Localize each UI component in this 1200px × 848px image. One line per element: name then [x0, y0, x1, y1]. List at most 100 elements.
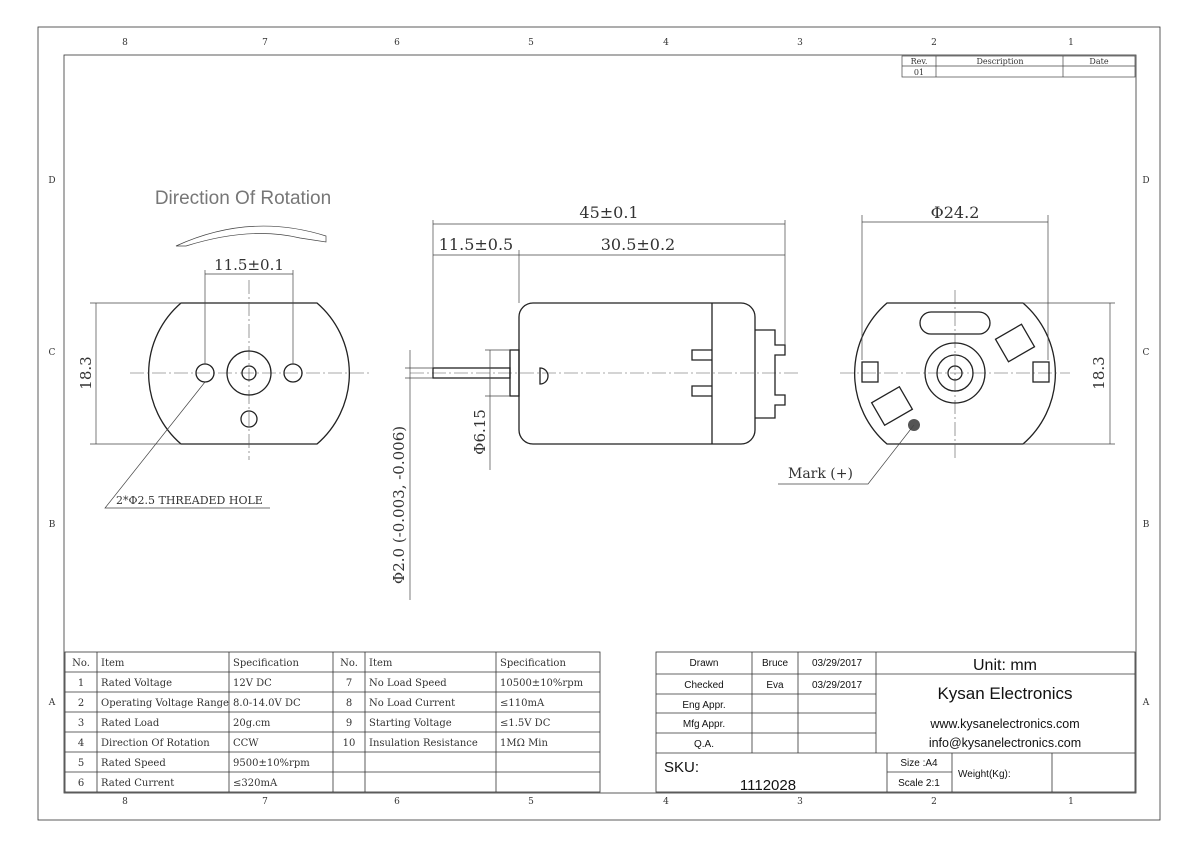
- mark-label: Mark (+): [788, 466, 853, 482]
- side-view: 45±0.1 11.5±0.5 30.5±0.2 Φ2.0 (-0.003, -…: [390, 203, 800, 600]
- zone-row-label: A: [48, 698, 56, 708]
- spec-cell: 12V DC: [233, 678, 272, 689]
- spec-cell: Rated Current: [101, 778, 174, 789]
- spec-cell: 4: [78, 738, 84, 749]
- rev-header: Rev.: [911, 57, 928, 66]
- front-view: Direction Of Rotation 11.5±0.1 18.3 2*Φ2…: [77, 188, 370, 509]
- spec-cell: Rated Voltage: [101, 678, 172, 689]
- spec-cell: ≤110mA: [500, 698, 545, 709]
- hole-spacing-dim: 11.5±0.1: [214, 256, 284, 274]
- spec-header-cell: Specification: [500, 658, 566, 669]
- zone-column-label: 2: [931, 38, 937, 48]
- signoff-cell: Bruce: [762, 658, 789, 669]
- zone-row-label: C: [49, 348, 56, 358]
- spec-cell: 2: [78, 698, 84, 709]
- shaft-dia-dim: Φ2.0 (-0.003, -0.006): [390, 426, 408, 584]
- overall-length-dim: 45±0.1: [579, 203, 638, 222]
- body-length-dim: 30.5±0.2: [601, 235, 675, 254]
- spec-header-cell: No.: [72, 658, 90, 669]
- zone-column-label: 4: [663, 797, 669, 807]
- zone-column-label: 3: [797, 38, 803, 48]
- zone-column-label: 7: [262, 38, 268, 48]
- zone-column-label: 5: [528, 797, 534, 807]
- company-email: info@kysanelectronics.com: [929, 736, 1081, 750]
- left-height-dim: 18.3: [77, 356, 95, 389]
- signoff-cell: Mfg Appr.: [683, 719, 725, 730]
- spec-cell: 5: [78, 758, 84, 769]
- motor-body: [518, 302, 756, 445]
- signoff-cell: Eng Appr.: [682, 700, 725, 711]
- title-block: Unit: mm Kysan Electronics www.kysanelec…: [655, 651, 1136, 794]
- zone-row-label: D: [48, 176, 55, 186]
- spec-cell: 10: [343, 738, 356, 749]
- spec-cell: 1MΩ Min: [500, 738, 549, 749]
- inner-frame: [63, 54, 1137, 794]
- spec-header-cell: No.: [340, 658, 358, 669]
- date-header: Date: [1089, 57, 1108, 66]
- spec-cell: No Load Speed: [369, 678, 447, 689]
- spec-cell: CCW: [233, 738, 259, 749]
- description-header: Description: [977, 57, 1024, 66]
- spec-table: No. Item Specification No. Item Specification…: [64, 651, 601, 793]
- spec-header-cell: Specification: [233, 658, 299, 669]
- signoff-cell: Drawn: [690, 658, 719, 669]
- zone-row-label: C: [1143, 348, 1150, 358]
- spec-cell: Operating Voltage Range: [101, 698, 229, 709]
- zone-column-label: 1: [1068, 797, 1074, 807]
- company-name: Kysan Electronics: [937, 684, 1072, 703]
- spec-cell: 9: [346, 718, 352, 729]
- signoff-cell: 03/29/2017: [812, 680, 862, 691]
- rotation-title: Direction Of Rotation: [155, 188, 331, 209]
- spec-cell: ≤1.5V DC: [500, 718, 551, 729]
- spec-cell: 8: [346, 698, 352, 709]
- outer-border: [37, 26, 1161, 821]
- spec-header-cell: Item: [101, 658, 125, 669]
- signoff-cell: 03/29/2017: [812, 658, 862, 669]
- spec-cell: No Load Current: [369, 698, 455, 709]
- right-height-dim: 18.3: [1090, 356, 1108, 389]
- terminals: [755, 329, 786, 419]
- spec-cell: Direction Of Rotation: [101, 738, 210, 749]
- signoff-cell: Checked: [684, 680, 723, 691]
- shaft-length-dim: 11.5±0.5: [439, 235, 513, 254]
- zone-row-label: A: [1142, 698, 1150, 708]
- rotation-arrow-icon: [175, 225, 327, 247]
- spec-cell: 20g.cm: [233, 718, 271, 729]
- scale-label: Scale 2:1: [898, 778, 940, 789]
- zone-row-label: B: [49, 520, 56, 530]
- bushing-dia-dim: Φ6.15: [471, 409, 489, 455]
- company-website: www.kysanelectronics.com: [929, 717, 1079, 731]
- zone-column-label: 4: [663, 38, 669, 48]
- zone-column-label: 3: [797, 797, 803, 807]
- spec-cell: 7: [346, 678, 352, 689]
- rev-value: 01: [914, 68, 924, 77]
- spec-header-cell: Item: [369, 658, 393, 669]
- spec-cell: 8.0-14.0V DC: [233, 698, 301, 709]
- size-label: Size :A4: [900, 758, 938, 769]
- threaded-hole-note: 2*Φ2.5 THREADED HOLE: [116, 494, 263, 507]
- spec-cell: 6: [78, 778, 84, 789]
- signoff-cell: Eva: [766, 680, 784, 691]
- spec-cell: 3: [78, 718, 84, 729]
- zone-column-label: 2: [931, 797, 937, 807]
- rear-view: Mark (+) Φ24.2 18.3: [778, 203, 1115, 485]
- revision-block: Rev. Description Date 01: [901, 55, 1136, 78]
- end-dia-dim: Φ24.2: [931, 203, 980, 222]
- zone-column-label: 7: [262, 797, 268, 807]
- zone-column-label: 6: [394, 797, 400, 807]
- zone-column-label: 8: [122, 38, 128, 48]
- spec-cell: Starting Voltage: [369, 718, 452, 729]
- zone-column-label: 1: [1068, 38, 1074, 48]
- signoff-cell: Q.A.: [694, 739, 714, 750]
- spec-cell: ≤320mA: [233, 778, 278, 789]
- bushing: [509, 349, 520, 397]
- spec-cell: Insulation Resistance: [369, 738, 478, 749]
- weight-label: Weight(Kg):: [958, 769, 1011, 780]
- zone-row-label: D: [1142, 176, 1149, 186]
- spec-cell: 9500±10%rpm: [233, 758, 310, 769]
- spec-cell: 10500±10%rpm: [500, 678, 584, 689]
- end-plate: [148, 302, 350, 445]
- spec-cell: Rated Speed: [101, 758, 166, 769]
